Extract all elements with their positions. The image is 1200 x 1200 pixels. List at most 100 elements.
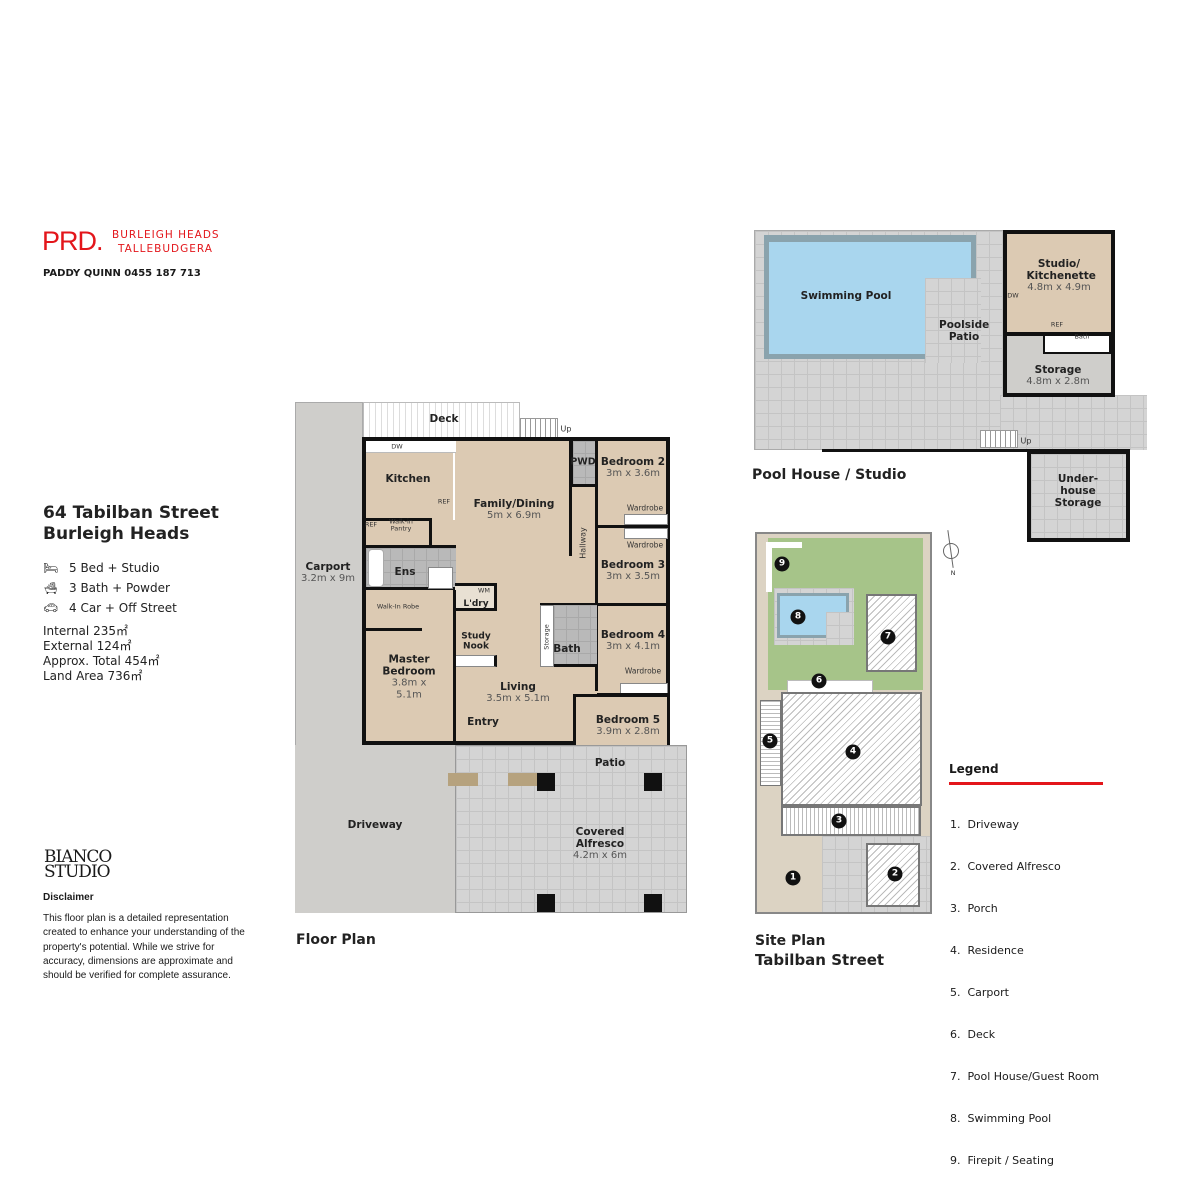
legend-item: 5. Carport [950, 986, 1009, 999]
room-name: Bedroom 5 [595, 714, 661, 727]
feature-label: 4 Car + Off Street [69, 601, 177, 615]
legend-item: 3. Porch [950, 902, 998, 915]
room-dim: 5m x 6.9m [486, 510, 542, 522]
room-name: Bedroom 3 [600, 559, 666, 572]
area-land: Land Area 736㎡ [43, 669, 143, 683]
pool-stairs [980, 430, 1018, 448]
marker-8: 8 [790, 609, 806, 625]
bedroom-5-floor [573, 694, 670, 745]
marker-5: 5 [762, 733, 778, 749]
label-ref-pantry: REF [364, 520, 378, 529]
room-dim: 3m x 3.5m [605, 571, 661, 583]
alfresco-footprint [866, 843, 920, 907]
stairs [520, 418, 558, 438]
label-dw: DW [1007, 291, 1019, 300]
label-storage: Storage [542, 624, 551, 650]
wardrobe-bed2 [624, 514, 668, 525]
pantry-floor [366, 518, 432, 545]
marker-4: 4 [845, 744, 861, 760]
address: 64 Tabilban Street Burleigh Heads [43, 503, 219, 545]
label-poolside-patio: Poolside Patio [939, 318, 990, 343]
label-dw: DW [391, 442, 403, 451]
legend-title: Legend [949, 762, 999, 776]
label-driveway: Driveway [347, 818, 403, 831]
disclaimer-title: Disclaimer [43, 892, 94, 903]
feature-label: 5 Bed + Studio [69, 561, 160, 575]
porch-footprint [781, 806, 921, 836]
feature-cars: 🚗︎ 4 Car + Off Street [43, 598, 177, 618]
car-icon: 🚗︎ [43, 601, 59, 615]
room-name: Bedroom 2 [600, 456, 666, 469]
ensuite-shower [428, 567, 453, 589]
label-hallway: Hallway [578, 527, 588, 559]
floor-plan-caption: Floor Plan [296, 932, 376, 948]
room-dim: 3.8m x 5.1m [391, 677, 427, 701]
study-desk [455, 655, 497, 667]
room-dim: 4.2m x 6m [572, 850, 628, 862]
feature-baths: 🛁︎ 3 Bath + Powder [43, 578, 177, 598]
label-wardrobe: Wardrobe [626, 503, 664, 513]
room-name: Carport [305, 561, 351, 574]
area-external: External 124㎡ [43, 639, 132, 653]
site-plan-caption-1: Site Plan [755, 933, 826, 949]
driveway-area [295, 745, 457, 913]
bath-floor [554, 605, 597, 667]
area-total: Approx. Total 454㎡ [43, 654, 160, 668]
alfresco-post [537, 894, 555, 912]
legend-item: 2. Covered Alfresco [950, 860, 1061, 873]
legend-item: 6. Deck [950, 1028, 996, 1041]
feature-label: 3 Bath + Powder [69, 581, 170, 595]
room-name: Studio/ Kitchenette [1026, 258, 1096, 283]
label-pantry: Walk-in Pantry [389, 517, 413, 533]
legend-item: 1. Driveway [950, 818, 1020, 831]
marker-2: 2 [887, 866, 903, 882]
office-line-1: BURLEIGH HEADS [112, 229, 220, 241]
planter [508, 773, 538, 786]
legend-item: 7. Pool House/Guest Room [950, 1070, 1100, 1083]
label-bath: Bath [1074, 332, 1090, 341]
room-name: Covered Alfresco [575, 826, 625, 851]
kitchen-floor [366, 441, 455, 520]
label-deck: Deck [429, 412, 459, 425]
legend-item: 8. Swimming Pool [950, 1112, 1052, 1125]
label-wardrobe: Wardrobe [626, 540, 664, 550]
legend-rule [949, 782, 1103, 785]
marker-9: 9 [774, 556, 790, 572]
kitchen-bench [366, 441, 456, 453]
bed-icon: 🛏︎ [43, 561, 59, 575]
label-kitchen: Kitchen [385, 472, 431, 485]
label-up: Up [560, 424, 572, 434]
studio-bath [1043, 334, 1111, 354]
lower-patio [1000, 395, 1147, 450]
room-dim: 4.8m x 2.8m [1026, 376, 1090, 388]
area-internal: Internal 235㎡ [43, 624, 128, 638]
legend-list: 1. Driveway 2. Covered Alfresco 3. Porch… [950, 790, 1099, 1196]
disclaimer-text: This floor plan is a detailed representa… [43, 913, 245, 982]
label-patio: Patio [594, 756, 626, 769]
bed4-5-wall [597, 693, 670, 696]
room-name: Living [500, 681, 536, 694]
label-swimming-pool: Swimming Pool [800, 289, 892, 302]
feature-beds: 🛏︎ 5 Bed + Studio [43, 558, 177, 578]
room-dim: 4.8m x 4.9m [1027, 282, 1091, 294]
room-dim: 3m x 4.1m [605, 641, 661, 653]
alfresco-post [644, 773, 662, 791]
wardrobe-bed3 [624, 528, 668, 539]
label-bath: Bath [553, 642, 581, 655]
bianco-studio-logo: BIANCO STUDIO [44, 849, 112, 881]
address-line-2: Burleigh Heads [43, 524, 190, 544]
bath-icon: 🛁︎ [43, 581, 59, 595]
laundry-walls [455, 583, 497, 611]
office-line-2: TALLEBUDGERA [118, 243, 213, 255]
address-line-1: 64 Tabilban Street [43, 503, 219, 523]
marker-6: 6 [811, 673, 827, 689]
room-dim: 3.2m x 9m [300, 573, 356, 585]
marker-7: 7 [880, 629, 896, 645]
